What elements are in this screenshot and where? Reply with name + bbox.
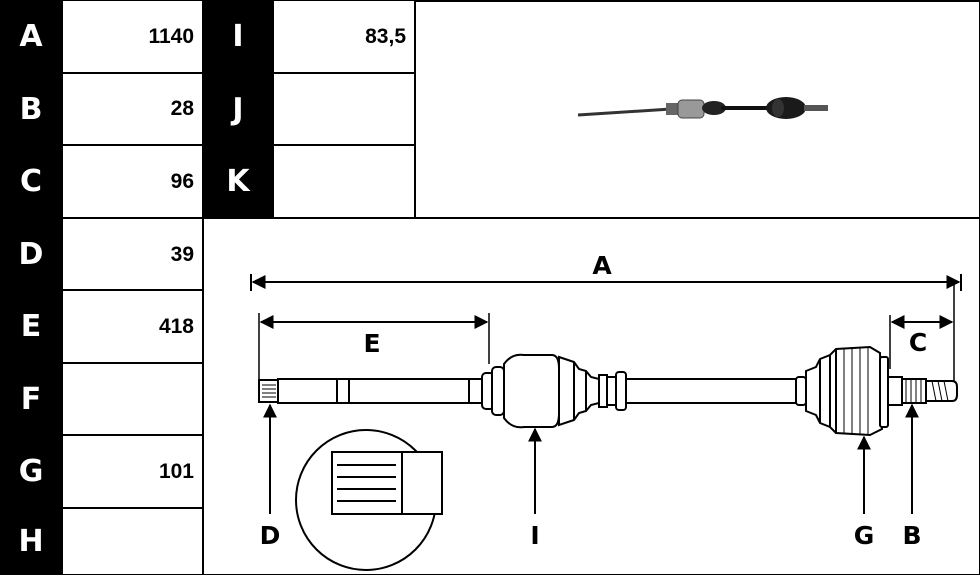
dimension-a-label: A: [592, 251, 612, 280]
product-photo-panel: [415, 0, 980, 218]
spline-detail-circle: [295, 429, 443, 571]
spec-letter-a: A: [0, 0, 62, 73]
spec-value-a: 1140: [62, 0, 203, 73]
leader-d: D: [260, 403, 281, 550]
dimension-c-label: C: [909, 328, 927, 357]
drive-shaft-diagram: A E C: [250, 251, 962, 571]
spec-value-j: [273, 73, 415, 145]
spec-letter-g: G: [0, 435, 62, 508]
spec-letter-d: D: [0, 218, 62, 290]
spec-letter-i: I: [203, 0, 273, 73]
dimension-c: C: [889, 282, 955, 389]
spec-value-k: [273, 145, 415, 218]
spec-value-i: 83,5: [273, 0, 415, 73]
drive-shaft-photo: [577, 97, 828, 119]
spec-letter-j: J: [203, 73, 273, 145]
leader-b-label: B: [902, 521, 921, 550]
spec-letter-f: F: [0, 363, 62, 435]
spec-letter-e: E: [0, 290, 62, 363]
spec-value-d: 39: [62, 218, 203, 290]
technical-drawing-panel: A E C: [203, 218, 980, 575]
spec-value-b: 28: [62, 73, 203, 145]
spec-value-g: 101: [62, 435, 203, 508]
spec-letter-b: B: [0, 73, 62, 145]
leader-g-label: G: [854, 521, 875, 550]
spec-value-c: 96: [62, 145, 203, 218]
leader-g: G: [854, 435, 875, 550]
spec-letter-c: C: [0, 145, 62, 218]
drive-shaft-outline: [258, 345, 958, 437]
spec-letter-k: K: [203, 145, 273, 218]
dimension-e-label: E: [363, 329, 380, 358]
leader-i: I: [528, 427, 542, 550]
leader-b: B: [902, 403, 922, 550]
leader-i-label: I: [530, 521, 539, 550]
leader-d-label: D: [260, 521, 281, 550]
spec-value-e: 418: [62, 290, 203, 363]
spec-letter-h: H: [0, 508, 62, 575]
dimension-a: A: [250, 251, 962, 291]
spec-value-f: [62, 363, 203, 435]
spec-value-h: [62, 508, 203, 575]
